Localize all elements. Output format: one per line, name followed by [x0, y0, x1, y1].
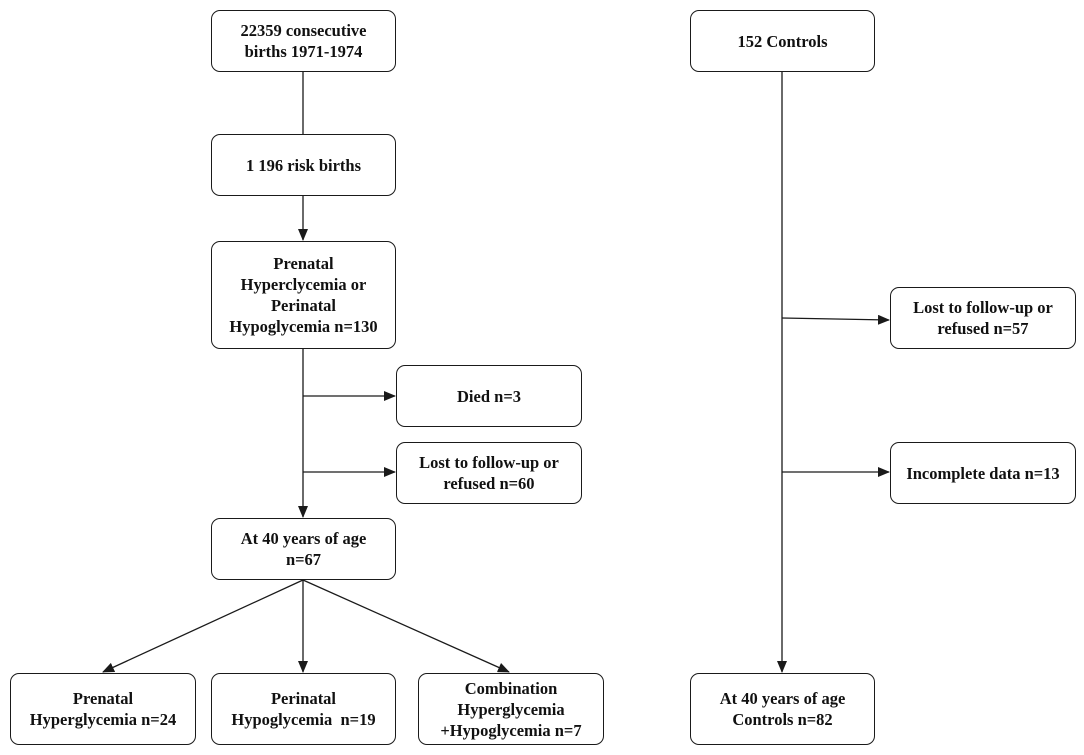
node-line: n=67	[285, 550, 322, 569]
node-age40-cases: At 40 years of age n=67	[211, 518, 396, 580]
node-line: +Hypoglycemia n=7	[440, 720, 582, 740]
node-line: Hypoglycemia n=130	[229, 317, 378, 336]
node-line: Hyperglycemia	[457, 699, 565, 719]
node-prenatal-hyperglycemia: Prenatal Hyperglycemia n=24	[10, 673, 196, 745]
node-line: refused n=57	[937, 319, 1029, 338]
node-line: 22359 consecutive	[240, 21, 367, 40]
connector-age40-to-prenatal	[102, 579, 304, 673]
connector-to-lost-right	[781, 314, 890, 325]
node-line: At 40 years of age	[240, 529, 367, 548]
node-risk-births: 1 196 risk births	[211, 134, 396, 196]
node-perinatal-hypoglycemia: Perinatal Hypoglycemia n=19	[211, 673, 396, 745]
node-lost-to-follow-up-controls: Lost to follow-up or refused n=57	[890, 287, 1076, 349]
node-line: 152 Controls	[737, 31, 828, 51]
node-line: Prenatal	[72, 689, 134, 708]
node-line: Incomplete data n=13	[906, 463, 1060, 483]
node-line: refused n=60	[443, 474, 535, 493]
node-incomplete-data: Incomplete data n=13	[890, 442, 1076, 504]
connector-age40-to-combination	[302, 579, 510, 673]
node-lost-to-follow-up-cases: Lost to follow-up or refused n=60	[396, 442, 582, 504]
node-line: Hypoglycemia n=19	[231, 710, 376, 729]
node-line: Perinatal	[270, 296, 337, 315]
node-line: Controls n=82	[732, 710, 833, 729]
node-hyperglycemia-or-hypoglycemia: Prenatal Hyperclycemia or Perinatal Hypo…	[211, 241, 396, 349]
node-died: Died n=3	[396, 365, 582, 427]
node-line: Hyperglycemia n=24	[29, 710, 177, 729]
node-line: Hyperclycemia or	[240, 275, 367, 294]
node-line: Died n=3	[457, 386, 521, 406]
node-line: Lost to follow-up or	[913, 298, 1053, 317]
node-age40-controls: At 40 years of age Controls n=82	[690, 673, 875, 745]
node-line: At 40 years of age	[719, 689, 846, 708]
node-consecutive-births: 22359 consecutive births 1971-1974	[211, 10, 396, 72]
node-line: Perinatal	[270, 689, 337, 708]
node-line: 1 196 risk births	[245, 155, 362, 175]
node-line: Lost to follow-up or	[419, 453, 559, 472]
node-line: Combination	[464, 678, 558, 698]
node-combination: Combination Hyperglycemia +Hypoglycemia …	[418, 673, 604, 745]
node-line: births 1971-1974	[244, 42, 363, 61]
node-line: Prenatal	[273, 254, 334, 273]
node-controls: 152 Controls	[690, 10, 875, 72]
